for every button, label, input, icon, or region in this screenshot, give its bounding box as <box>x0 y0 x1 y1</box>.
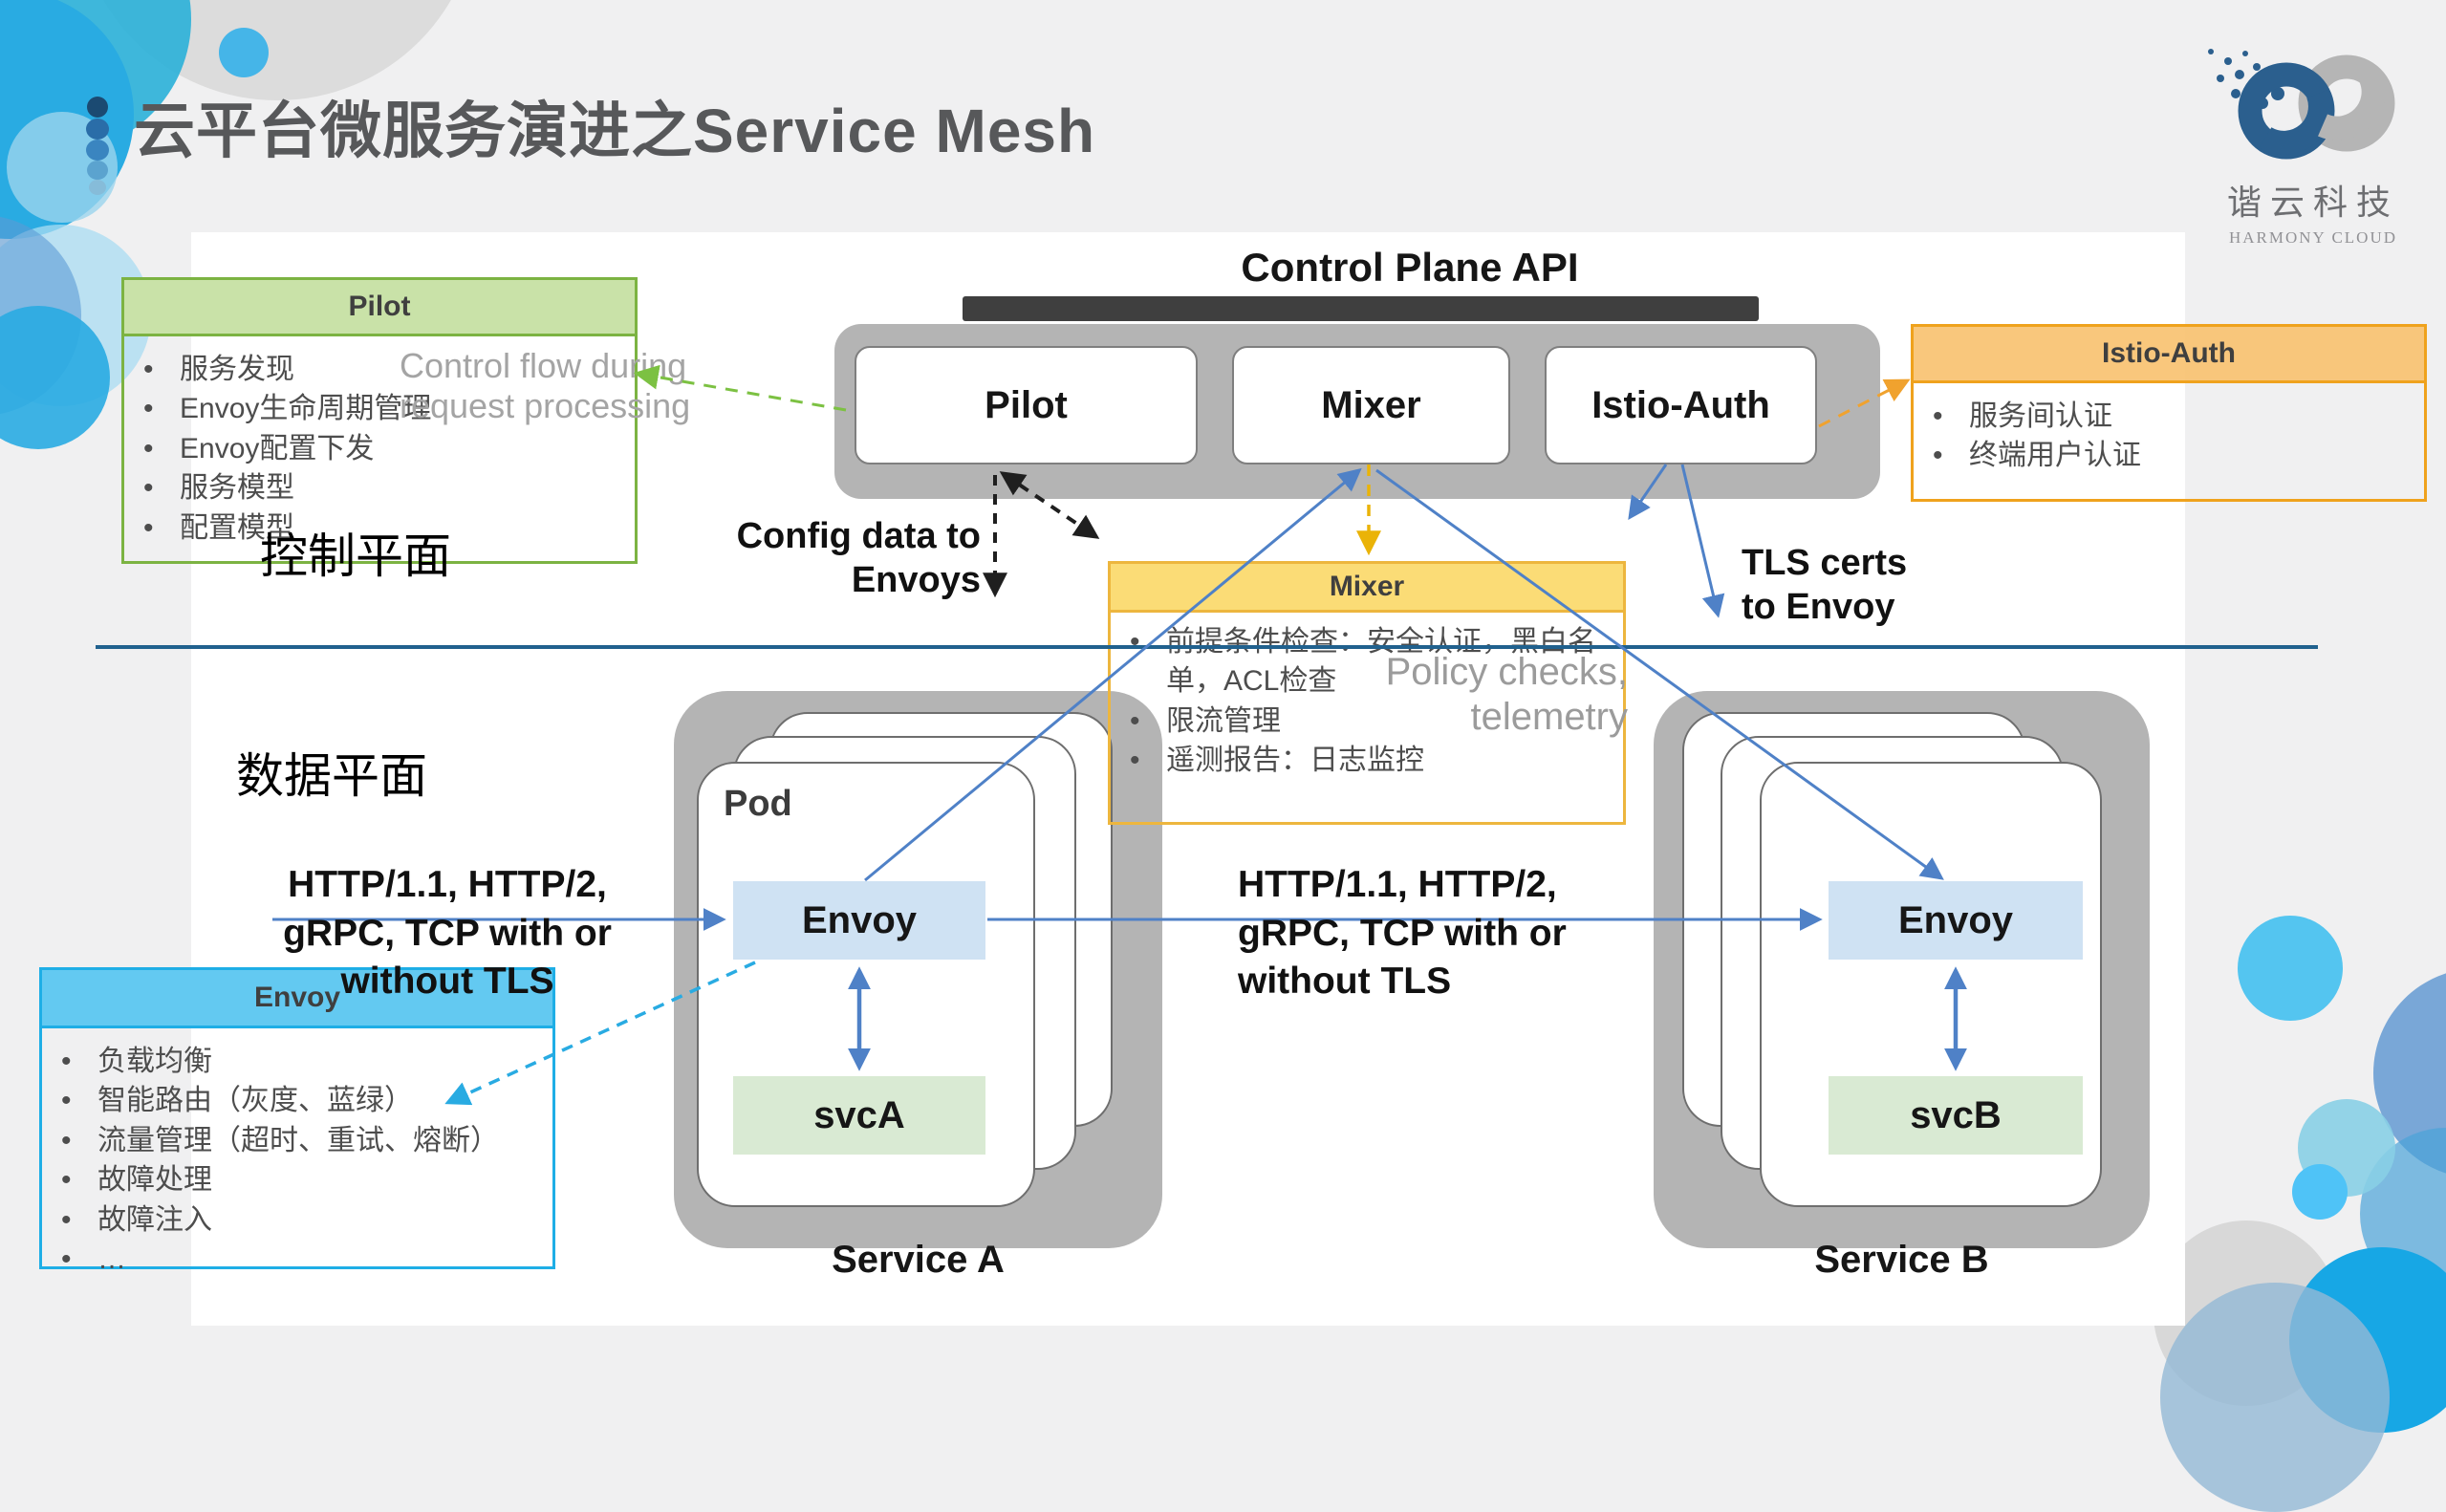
list-item: 流量管理（超时、重试、熔断） <box>42 1121 552 1161</box>
istio-auth-callout-title: Istio-Auth <box>1914 327 2424 383</box>
svcb-node: svcB <box>1829 1076 2083 1155</box>
decor-circle <box>2238 916 2343 1021</box>
decor-circle <box>0 306 110 449</box>
tls-certs-label: TLS certs to Envoy <box>1742 543 1908 628</box>
title-bullet-dot <box>87 97 108 118</box>
envoy-a-node: Envoy <box>733 881 985 960</box>
protocol-label-ingress: HTTP/1.1, HTTP/2, gRPC, TCP with or with… <box>283 864 612 1003</box>
list-item: 故障注入 <box>42 1200 552 1241</box>
pilot-callout-title: Pilot <box>124 280 635 336</box>
control-flow-note: Control flow during request processing <box>400 346 691 426</box>
service-a-label: Service A <box>832 1239 1005 1281</box>
list-item: 服务间认证 <box>1914 397 2424 437</box>
list-item: 遥测报告：日志监控 <box>1111 741 1608 781</box>
decor-circle <box>219 28 269 77</box>
list-item: 智能路由（灰度、蓝绿） <box>42 1081 552 1121</box>
policy-checks-note: Policy checks, telemetry <box>1385 651 1628 739</box>
title-bullet-dot <box>86 119 109 140</box>
component-pilot: Pilot <box>855 346 1198 464</box>
logo-ring-overlap-silver <box>2318 73 2386 140</box>
slide: { "title": "云平台微服务演进之Service Mesh", "log… <box>0 0 2446 1375</box>
config-data-label: Config data to Envoys <box>736 516 981 601</box>
control-plane-label: 控制平面 <box>260 529 451 583</box>
envoy-b-node: Envoy <box>1829 881 2083 960</box>
list-item: 配置模型 <box>124 508 635 549</box>
pilot-callout-list: 服务发现 Envoy生命周期管理 Envoy配置下发 服务模型 配置模型 <box>124 350 635 548</box>
company-logo: 谐云科技 HARMONY CLOUD <box>2194 34 2433 248</box>
decor-circle <box>2292 1164 2348 1220</box>
title-bullet-dot <box>86 140 109 161</box>
istio-auth-callout-list: 服务间认证 终端用户认证 <box>1914 397 2424 476</box>
logo-tagline: HARMONY CLOUD <box>2228 228 2397 247</box>
logo-company-name: 谐云科技 <box>2226 183 2399 222</box>
istio-auth-callout: Istio-Auth 服务间认证 终端用户认证 <box>1911 324 2427 502</box>
list-item: 负载均衡 <box>42 1042 552 1082</box>
harmony-cloud-logo-icon <box>2208 49 2395 160</box>
pilot-callout: Pilot 服务发现 Envoy生命周期管理 Envoy配置下发 服务模型 配置… <box>121 277 638 564</box>
service-b-container <box>1654 691 2150 1248</box>
page-title: 云平台微服务演进之Service Mesh <box>134 97 1096 165</box>
service-a-container <box>674 691 1162 1248</box>
envoy-callout-list: 负载均衡 智能路由（灰度、蓝绿） 流量管理（超时、重试、熔断） 故障处理 故障注… <box>42 1042 552 1280</box>
svca-node: svcA <box>733 1076 985 1155</box>
component-istio-auth: Istio-Auth <box>1545 346 1817 464</box>
list-item: 服务模型 <box>124 468 635 508</box>
list-item: Envoy配置下发 <box>124 429 635 469</box>
logo-ring-overlap <box>2259 89 2332 155</box>
envoy-callout: Envoy 负载均衡 智能路由（灰度、蓝绿） 流量管理（超时、重试、熔断） 故障… <box>39 967 555 1280</box>
decor-circle <box>2160 1283 2390 1512</box>
list-item: 服务发现 <box>124 350 635 390</box>
data-plane-label: 数据平面 <box>236 749 427 803</box>
control-plane-api-bar <box>963 296 1759 321</box>
title-bullet-dot <box>89 180 106 195</box>
control-plane-api-title: Control Plane API <box>1241 245 1579 290</box>
pod-label: Pod <box>724 784 792 824</box>
list-item: … <box>42 1240 552 1280</box>
protocol-label-mesh: HTTP/1.1, HTTP/2, gRPC, TCP with or with… <box>1238 864 1567 1003</box>
component-mixer: Mixer <box>1232 346 1510 464</box>
list-item: Envoy生命周期管理 <box>124 389 635 429</box>
service-b-label: Service B <box>1814 1239 1989 1281</box>
list-item: 故障处理 <box>42 1160 552 1200</box>
title-bullet-dot <box>87 161 108 180</box>
mixer-callout-title: Mixer <box>1111 564 1623 613</box>
list-item: 终端用户认证 <box>1914 436 2424 476</box>
